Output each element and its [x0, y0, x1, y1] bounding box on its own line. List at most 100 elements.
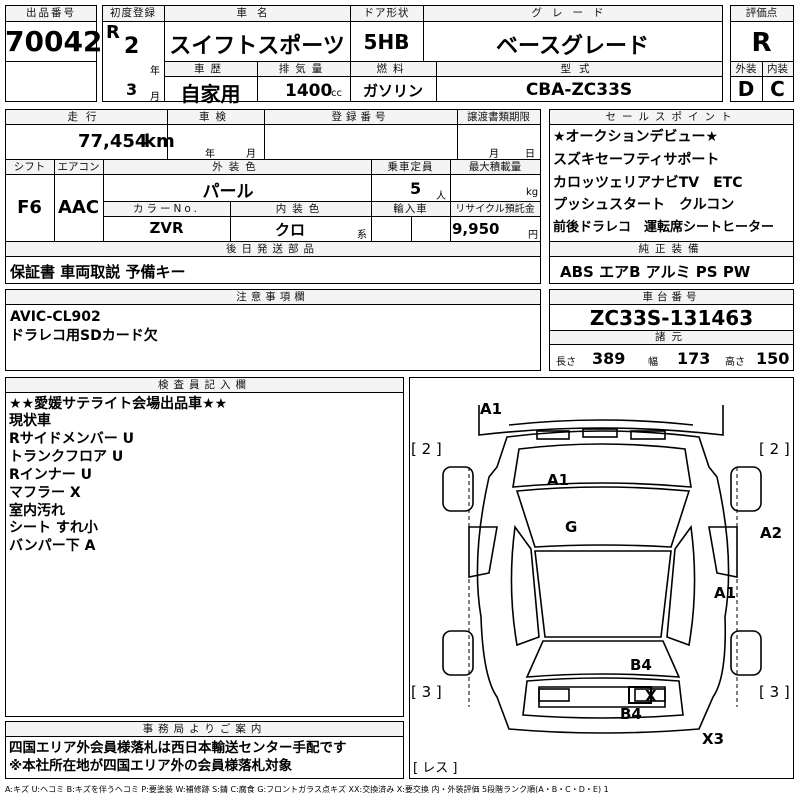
inspector-line: シート すれ小 — [9, 520, 98, 536]
lot-number: 70042 — [5, 25, 103, 58]
month-unit: 月 — [150, 92, 160, 103]
chassis-header: 車台番号 — [642, 291, 701, 303]
car-name-header: 車名 — [236, 7, 278, 19]
car-name: スイフトスポーツ — [169, 34, 345, 59]
exterior-color-value: パール — [202, 182, 254, 202]
exterior-color-header: 外装色 — [212, 161, 262, 173]
tire-rear-right: [ 3 ] — [759, 683, 790, 701]
damage-mark-right-side: A2 — [760, 524, 783, 542]
color-number-header: カラーNo. — [133, 203, 200, 215]
interior-grade: C — [770, 77, 785, 101]
lot-number-header: 出品番号 — [26, 7, 76, 19]
mileage-value: 77,454 — [78, 131, 148, 152]
sales-point-line: プッシュスタート クルコン — [553, 197, 735, 213]
interior-color-unit: 系 — [357, 230, 367, 241]
transfer-deadline-header: 譲渡書類期限 — [467, 111, 530, 123]
sales-point-line: スズキセーフティサポート — [553, 152, 720, 168]
sales-point-line: カロッツェリアナビTV ETC — [553, 175, 743, 191]
registration-month: 3 — [126, 80, 138, 99]
notes-header: 注意事項欄 — [236, 291, 309, 303]
capacity-header: 乗車定員 — [387, 161, 434, 173]
car-diagram: A1 A1 G A2 A1 B4 X B4 X3 [ 2 ] [ 2 ] [ 3… — [409, 377, 794, 779]
office-notice-line: 四国エリア外会員様落札は西日本輸送センター手配です — [9, 740, 347, 756]
sales-points-header: セールスポイント — [605, 111, 738, 123]
tire-front-right: [ 2 ] — [759, 440, 790, 458]
displacement-unit: cc — [331, 88, 342, 99]
sales-point-line: 前後ドラレコ 運転席シートヒーター — [553, 220, 775, 235]
inspector-header: 検査員記入欄 — [158, 379, 251, 391]
interior-color-header: 内装色 — [275, 203, 326, 215]
width-value: 173 — [677, 349, 711, 368]
damage-mark-corner: X3 — [702, 730, 725, 748]
displacement-header: 排気量 — [278, 63, 329, 75]
inspector-line: 室内汚れ — [9, 503, 65, 519]
transfer-day-unit: 日 — [525, 149, 535, 160]
registration-number-header: 登録番号 — [331, 111, 390, 123]
inspector-line: トランクフロア U — [9, 449, 124, 465]
registration-year: 2 — [124, 34, 140, 59]
color-number-value: ZVR — [149, 219, 184, 237]
damage-mark-rear-right: A1 — [714, 584, 737, 602]
tire-front-left: [ 2 ] — [411, 440, 442, 458]
damage-mark-hood: A1 — [547, 471, 570, 489]
max-load-header: 最大積載量 — [468, 161, 522, 173]
door-type: 5HB — [363, 30, 410, 54]
recycle-fee-value: 9,950 — [452, 220, 500, 238]
sales-point-line: ★オークションデビュー★ — [553, 129, 719, 145]
history-header: 車歴 — [194, 63, 227, 75]
recycle-fee-unit: 円 — [528, 230, 538, 241]
shift-value: F6 — [17, 197, 42, 218]
score-header: 評価点 — [745, 7, 778, 19]
office-notice-line: ※本社所在地が四国エリア外の会員様落札対象 — [9, 758, 293, 774]
exterior-grade: D — [737, 77, 755, 101]
car-diagram-drawing — [409, 377, 794, 779]
fuel-type: ガソリン — [362, 82, 423, 100]
height-label: 高さ — [725, 357, 745, 368]
damage-mark-rear-panel: X — [645, 687, 657, 705]
office-notice-header: 事務局よりご案内 — [142, 723, 267, 735]
inspector-line: マフラー X — [9, 485, 81, 501]
inspector-line: ★★愛媛サテライト会場出品車★★ — [9, 396, 228, 412]
interior-header: 内装 — [767, 63, 788, 75]
notes-line: AVIC-CL902 — [10, 309, 101, 325]
tire-rear-left: [ 3 ] — [411, 683, 442, 701]
capacity-unit: 人 — [436, 191, 446, 202]
capacity-value: 5 — [410, 179, 422, 198]
genuine-equipment-header: 純正装備 — [638, 243, 705, 255]
grade-header: グレード — [531, 7, 614, 19]
inspector-line: バンパー下 A — [9, 538, 96, 554]
aircon-header: エアコン — [57, 161, 100, 173]
vehicle-history: 自家用 — [180, 82, 241, 106]
displacement: 1400 — [285, 81, 333, 101]
shift-header: シフト — [13, 161, 46, 173]
genuine-equipment-value: ABS エアB アルミ PS PW — [560, 263, 751, 281]
interior-color-value: クロ — [274, 221, 305, 239]
chassis-number: ZC33S-131463 — [589, 306, 754, 330]
fuel-header: 燃料 — [376, 63, 410, 75]
inspection-month-unit: 月 — [246, 149, 256, 160]
first-registration-header: 初度登録 — [110, 7, 156, 19]
inspector-line: 現状車 — [9, 413, 51, 429]
transfer-month-unit: 月 — [489, 149, 499, 160]
later-parts-value: 保証書 車両取説 予備キー — [10, 263, 186, 281]
era-mark: R — [106, 22, 120, 43]
recycle-fee-header: リサイクル預託金 — [455, 204, 535, 215]
mileage-header: 走行 — [67, 111, 105, 123]
year-unit: 年 — [150, 66, 160, 77]
length-value: 389 — [592, 349, 626, 368]
aircon-value: AAC — [57, 197, 100, 218]
import-header: 輸入車 — [393, 203, 428, 215]
max-load-unit: kg — [526, 187, 539, 198]
later-parts-header: 後日発送部品 — [226, 243, 319, 255]
length-label: 長さ — [556, 357, 576, 368]
height-value: 150 — [756, 349, 790, 368]
model-header: 型式 — [560, 63, 598, 75]
notes-line: ドラレコ用SDカード欠 — [10, 328, 158, 344]
damage-mark-bottom: B4 — [620, 705, 642, 723]
model-code: CBA-ZC33S — [525, 80, 633, 100]
inspection-year-unit: 年 — [205, 149, 215, 160]
mileage-unit: km — [144, 131, 175, 152]
damage-mark-windshield: G — [565, 518, 578, 536]
specifications-header: 諸元 — [655, 331, 688, 343]
spare-tire-label: [ レス ] — [413, 761, 458, 776]
